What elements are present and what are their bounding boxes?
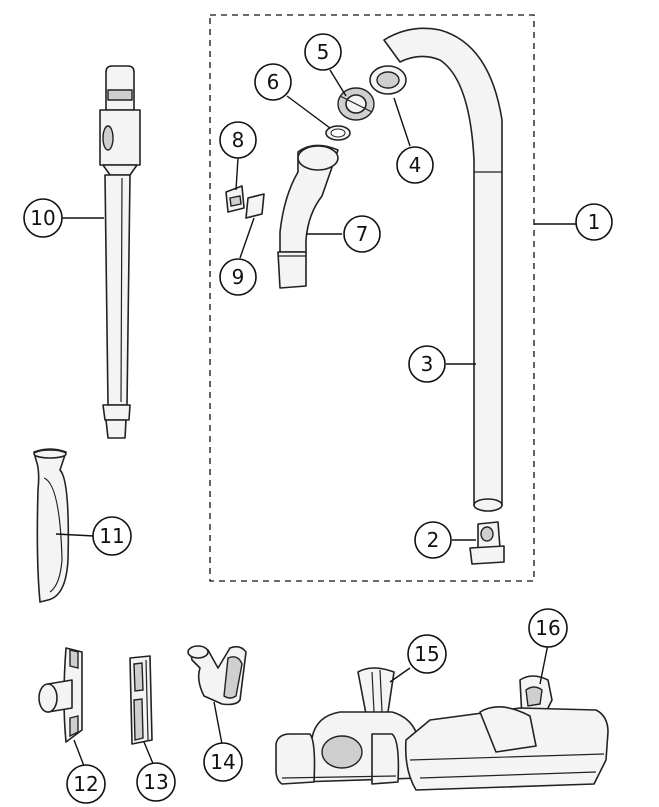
part-4-cuff-ring (369, 65, 407, 95)
leader-9 (239, 217, 255, 259)
leader-13 (143, 741, 155, 767)
callout-9-label: 9 (232, 265, 245, 289)
part-11-crevice-tool (33, 448, 70, 603)
callout-14-label: 14 (210, 750, 235, 774)
callout-3-label: 3 (421, 352, 434, 376)
leader-8 (235, 157, 239, 191)
hose-assembly-group-box (209, 14, 535, 582)
callout-9: 9 (219, 258, 257, 296)
part-13-upholstery-tool (129, 655, 153, 745)
callout-16-label: 16 (535, 616, 560, 640)
part-10-wand (99, 65, 141, 439)
leader-15 (389, 667, 411, 683)
leader-16 (539, 643, 549, 685)
callout-3: 3 (408, 345, 446, 383)
callout-4: 4 (396, 146, 434, 184)
leader-6 (286, 95, 331, 129)
part-3-hose (383, 27, 503, 512)
callout-5: 5 (304, 33, 342, 71)
leader-5 (329, 69, 347, 97)
callout-10-label: 10 (30, 206, 55, 230)
part-7-elbow (277, 144, 339, 289)
callout-11-label: 11 (99, 524, 124, 548)
callout-2-label: 2 (427, 528, 440, 552)
callout-6-label: 6 (267, 70, 280, 94)
part-6-o-ring (325, 125, 351, 141)
callout-15-label: 15 (414, 642, 439, 666)
part-9-clip (245, 193, 265, 219)
part-8-clip (225, 185, 245, 213)
callout-16: 16 (528, 608, 568, 648)
callout-13: 13 (136, 762, 176, 802)
callout-15: 15 (407, 634, 447, 674)
callout-2: 2 (414, 521, 452, 559)
callout-10: 10 (23, 198, 63, 238)
leader-11 (55, 533, 95, 537)
leader-14 (213, 701, 223, 745)
callout-12-label: 12 (73, 772, 98, 796)
part-5-swivel-nut (337, 87, 375, 121)
part-2-hose-end (469, 521, 505, 565)
callout-5-label: 5 (317, 40, 330, 64)
part-16-floor-tool (404, 675, 609, 791)
callout-7: 7 (343, 215, 381, 253)
callout-12: 12 (66, 764, 106, 804)
part-15-turbo-brush (275, 667, 421, 785)
callout-14: 14 (203, 742, 243, 782)
callout-1: 1 (575, 203, 613, 241)
part-12-dusting-brush (38, 647, 83, 743)
callout-4-label: 4 (409, 153, 422, 177)
part-14-pet-tool (187, 645, 247, 706)
callout-1-label: 1 (588, 210, 601, 234)
callout-13-label: 13 (143, 770, 168, 794)
leader-12 (73, 739, 85, 767)
callout-8: 8 (219, 121, 257, 159)
callout-6: 6 (254, 63, 292, 101)
callout-8-label: 8 (232, 128, 245, 152)
leader-4 (393, 97, 411, 147)
callout-7-label: 7 (356, 222, 369, 246)
leader-lines (55, 69, 576, 767)
callout-11: 11 (92, 516, 132, 556)
